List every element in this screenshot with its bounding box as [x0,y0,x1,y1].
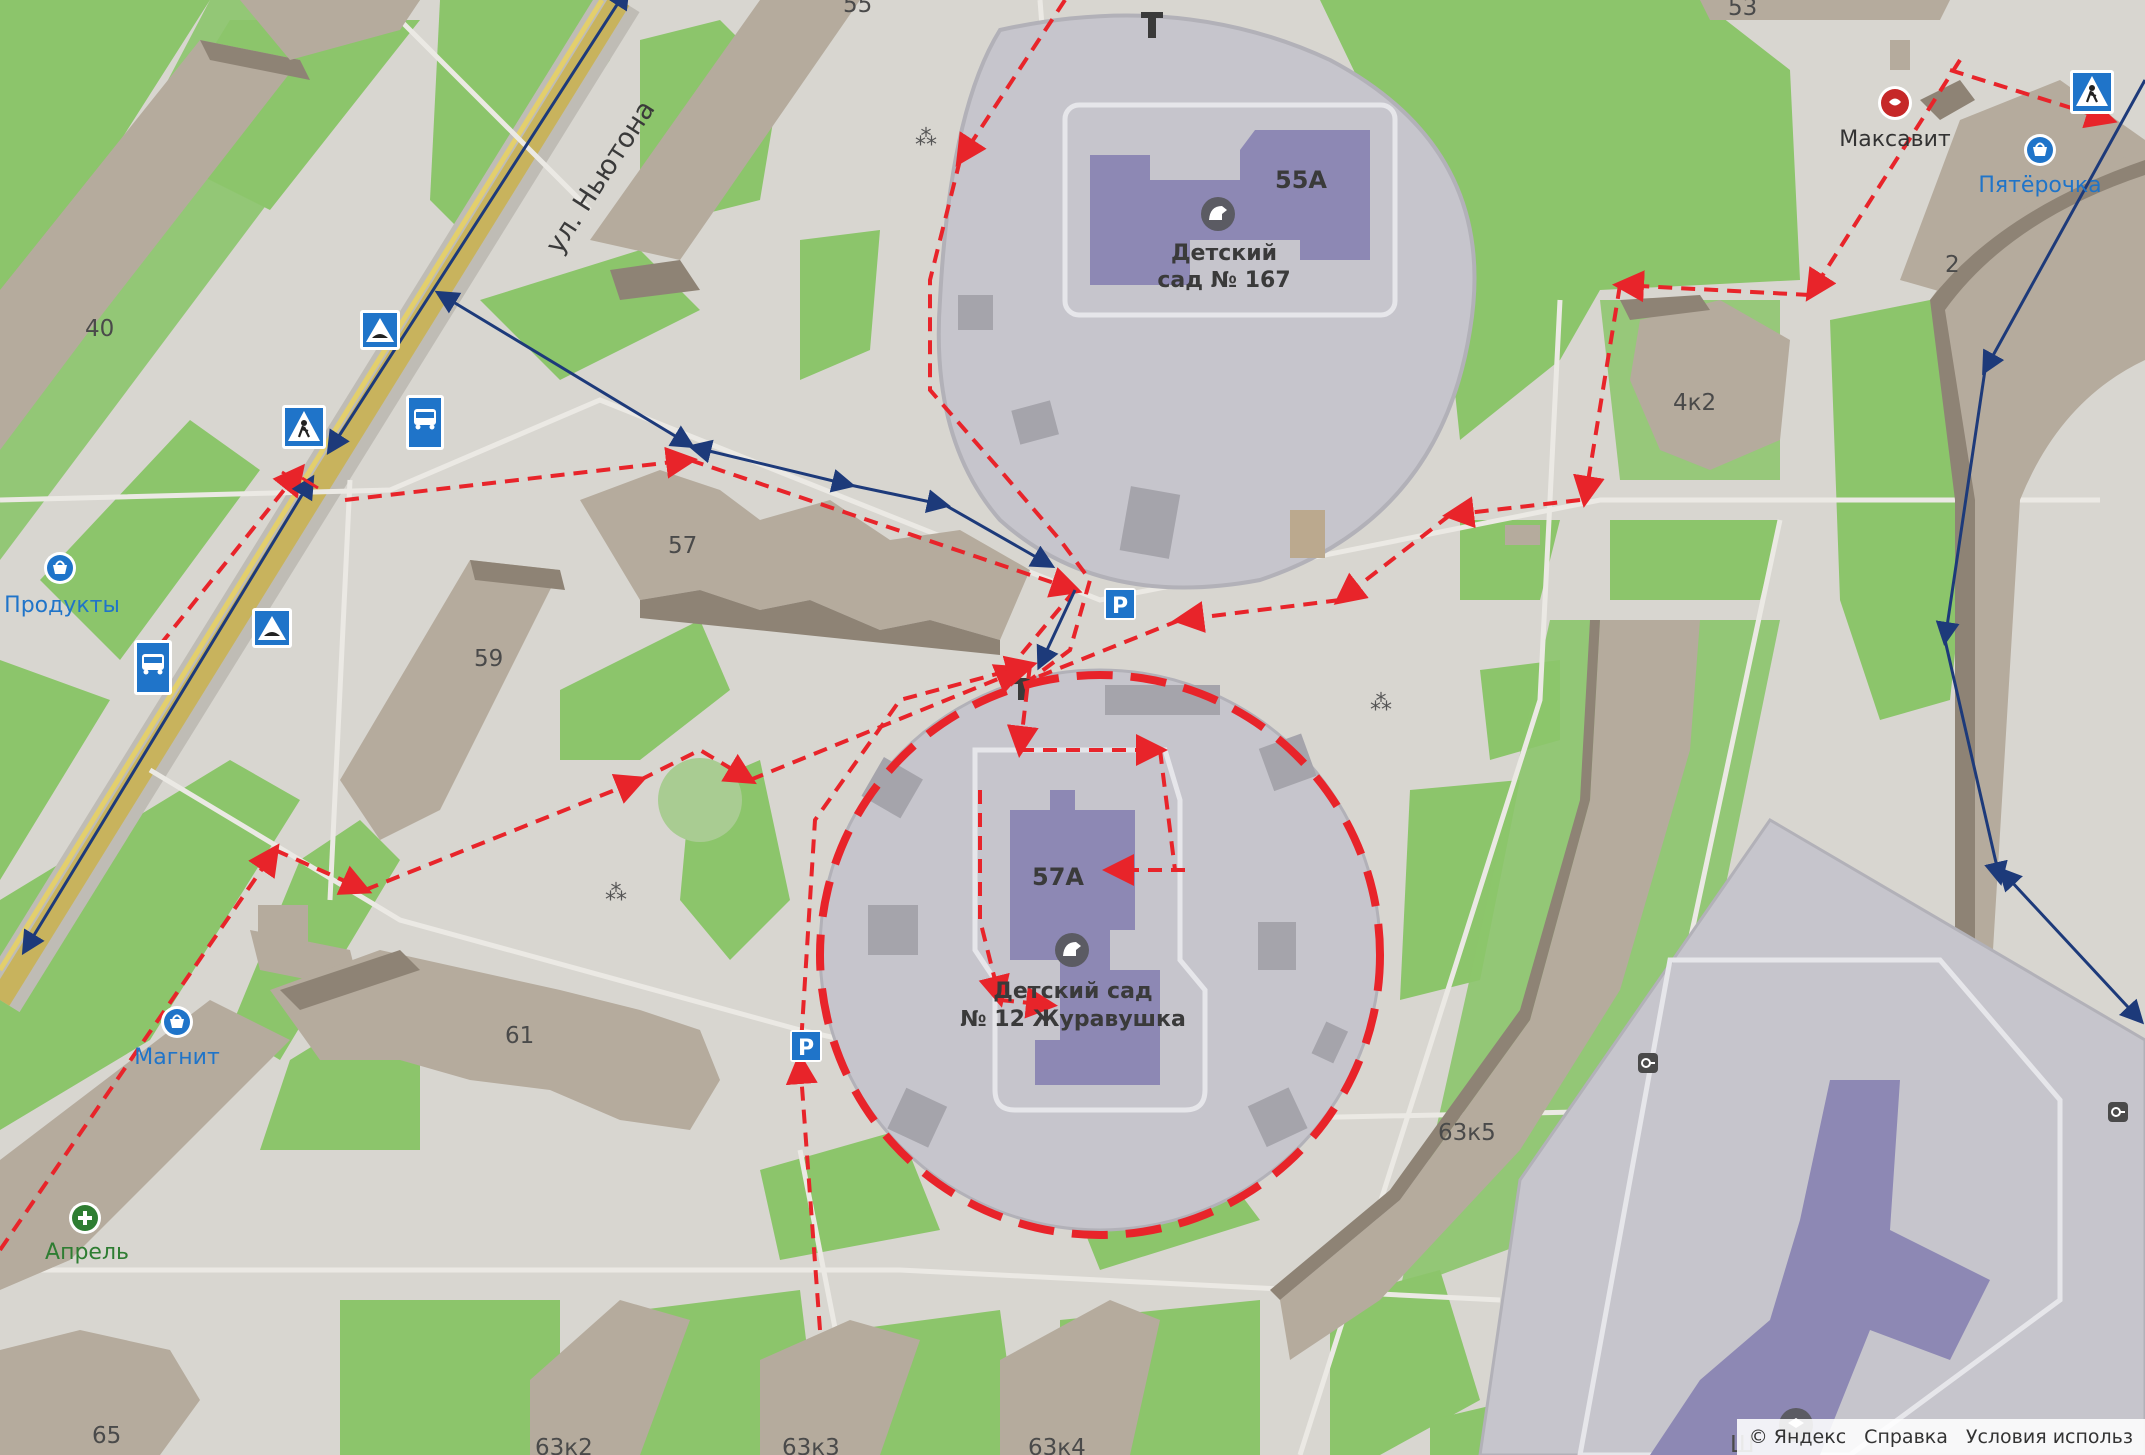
parking-sign[interactable]: P [790,1030,822,1062]
pedestrian-crossing-sign[interactable] [282,405,326,449]
kindergarten-55a-area [936,13,1477,590]
building-number: 53 [1728,0,1757,21]
building-number: 2 [1945,252,1960,278]
svg-text:P: P [798,1036,814,1061]
shop-icon[interactable] [161,1006,193,1038]
playground-icons: ⁂ ⁂ ⁂ [605,126,1392,906]
speed-bump-sign[interactable] [252,608,292,648]
terms-link[interactable]: Условия использ [1965,1426,2133,1448]
building-number: 57 [668,533,697,559]
kindergarten-name-line1: Детский сад [993,979,1152,1004]
kindergarten-name-line1: Детский [1171,241,1277,266]
building-number: 63к4 [1028,1435,1086,1455]
school-area [1478,818,2145,1455]
map-footer: © Яндекс Справка Условия использ [1736,1419,2145,1455]
pharmacy-icon[interactable] [69,1202,101,1234]
building-number-57a: 57А [1032,863,1084,891]
building-number: 63к3 [782,1435,840,1455]
building-number: 40 [85,316,114,342]
help-link[interactable]: Справка [1864,1426,1948,1448]
playground-icon: ⁂ [1370,691,1392,716]
poi-label-pyaterochka[interactable]: Пятёрочка [1978,173,2101,198]
svg-text:P: P [1112,594,1128,619]
shop-icon[interactable] [2024,134,2056,166]
kindergarten-name-line2: № 12 Журавушка [960,1007,1186,1032]
poi-label-aprel[interactable]: Апрель [45,1240,129,1265]
kindergarten-name-line2: сад № 167 [1157,268,1290,293]
building-number: 61 [505,1023,534,1049]
building-number: 65 [92,1423,121,1449]
pharmacy-icon[interactable] [1878,86,1912,120]
building-number: 55 [843,0,872,18]
playground-icon: ⁂ [915,126,937,151]
crossing-marks [281,470,319,490]
copyright-text: © Яндекс [1748,1426,1847,1448]
building-number: 63к5 [1438,1120,1496,1146]
route-blue [21,0,2145,1025]
building-number: 59 [474,646,503,672]
building-number-55a: 55А [1275,166,1327,194]
building-number: 63к2 [535,1435,593,1455]
kindergarten-57a-boundary [816,671,1384,1239]
shop-icon[interactable] [44,552,76,584]
poi-label-maksavit[interactable]: Максавит [1839,127,1951,152]
key-icon [2108,1102,2128,1122]
speed-bump-sign[interactable] [360,310,400,350]
kindergarten-icon [1055,933,1089,967]
parking-lot [1505,525,1540,545]
pedestrian-crossing-sign[interactable] [2070,70,2114,114]
poi-label-magnit[interactable]: Магнит [134,1045,220,1070]
parking-sign[interactable]: P [1104,588,1136,620]
bus-stop-sign[interactable] [406,395,444,450]
bus-stop-sign[interactable] [134,640,172,695]
kindergarten-icon [1201,197,1235,231]
key-icon [1638,1053,1658,1073]
poi-label-produkty[interactable]: Продукты [4,593,120,618]
playground-icon: ⁂ [605,881,627,906]
building-number: 4к2 [1673,390,1716,416]
